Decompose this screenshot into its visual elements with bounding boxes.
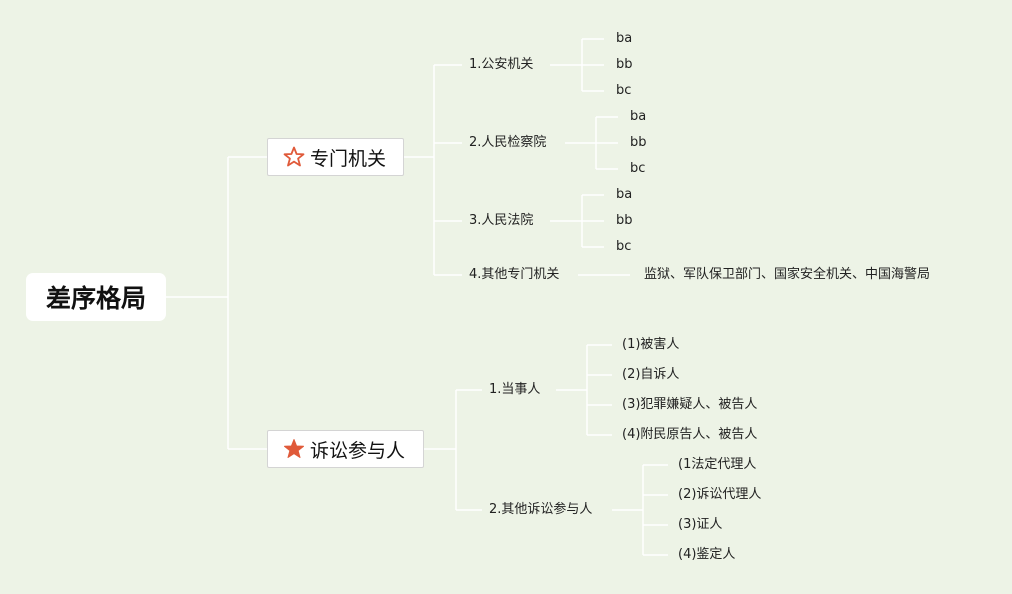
agency-leaf[interactable]: bb	[616, 213, 633, 228]
agency-node-court[interactable]: 3.人民法院	[469, 213, 534, 228]
agency-leaf[interactable]: bc	[630, 161, 646, 176]
agency-node-other[interactable]: 4.其他专门机关	[469, 267, 560, 282]
participant-node-others[interactable]: 2.其他诉讼参与人	[489, 502, 593, 517]
participant-leaf[interactable]: (1)被害人	[622, 337, 680, 352]
participant-node-parties[interactable]: 1.当事人	[489, 382, 541, 397]
agency-leaf[interactable]: bb	[616, 57, 633, 72]
participant-leaf[interactable]: (2)自诉人	[622, 367, 680, 382]
participant-leaf[interactable]: (3)证人	[678, 517, 723, 532]
agency-leaf[interactable]: bc	[616, 83, 632, 98]
participant-leaf[interactable]: (2)诉讼代理人	[678, 487, 762, 502]
star-filled-icon	[284, 439, 304, 458]
category-participants-label: 诉讼参与人	[310, 439, 406, 462]
agency-node-public-security[interactable]: 1.公安机关	[469, 57, 534, 72]
participant-leaf[interactable]: (1法定代理人	[678, 457, 757, 472]
participant-leaf[interactable]: (4)鉴定人	[678, 547, 736, 562]
category-agencies-label: 专门机关	[310, 147, 387, 170]
agency-leaf[interactable]: ba	[616, 31, 633, 46]
agency-leaf[interactable]: bb	[630, 135, 647, 150]
root-node-label: 差序格局	[45, 284, 146, 313]
category-participants-node[interactable]: 诉讼参与人	[267, 430, 424, 468]
agency-leaf[interactable]: ba	[616, 187, 633, 202]
agency-leaf[interactable]: 监狱、军队保卫部门、国家安全机关、中国海警局	[644, 267, 931, 282]
root-node[interactable]: 差序格局	[26, 273, 166, 321]
agency-node-procuratorate[interactable]: 2.人民检察院	[469, 135, 547, 150]
agency-leaf[interactable]: bc	[616, 239, 632, 254]
participant-leaf[interactable]: (3)犯罪嫌疑人、被告人	[622, 397, 758, 412]
star-outline-icon	[283, 146, 305, 167]
agency-leaf[interactable]: ba	[630, 109, 647, 124]
category-agencies-node[interactable]: 专门机关	[267, 138, 404, 176]
participant-leaf[interactable]: (4)附民原告人、被告人	[622, 427, 758, 442]
